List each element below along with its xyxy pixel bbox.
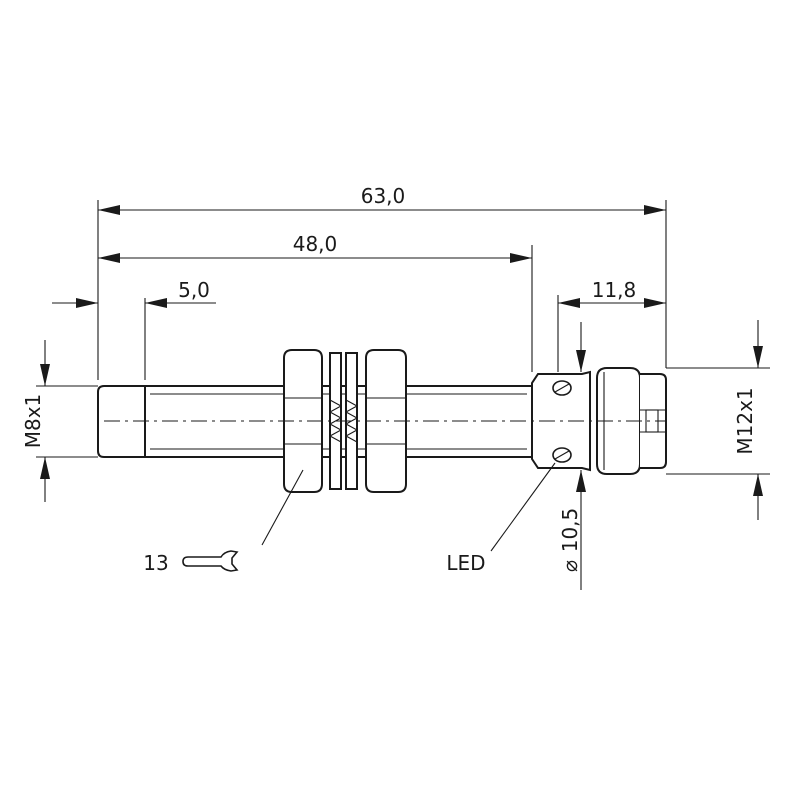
dimension-sensing-thread: M8x1 — [21, 340, 50, 502]
wrench-size-label: 13 — [143, 551, 168, 575]
overall-length-label: 63,0 — [361, 184, 406, 208]
dimension-diameter: ⌀ 10,5 — [558, 322, 586, 590]
connector-length-label: 11,8 — [592, 278, 637, 302]
hex-nut-left — [283, 349, 323, 493]
connector-thread-label: M12x1 — [733, 387, 757, 454]
led-window-bottom — [552, 447, 572, 463]
dimension-body-length: 48,0 — [98, 232, 532, 263]
callout-led: LED — [446, 462, 556, 575]
led-window-top — [552, 380, 572, 396]
dimension-connector-length: 11,8 — [558, 278, 666, 308]
extension-lines — [36, 200, 770, 475]
diameter-label: 10,5 — [558, 508, 582, 553]
body-length-label: 48,0 — [293, 232, 338, 256]
tip-length-label: 5,0 — [178, 278, 210, 302]
sensing-thread-label: M8x1 — [21, 394, 45, 449]
callout-wrench-size: 13 — [143, 469, 304, 575]
dimension-connector-thread: M12x1 — [733, 320, 763, 520]
wrench-icon — [182, 550, 239, 572]
dimension-overall-length: 63,0 — [98, 184, 666, 215]
led-label: LED — [446, 551, 485, 575]
sensing-face — [97, 385, 145, 458]
dimension-tip-length: 5,0 — [52, 278, 216, 308]
diameter-symbol: ⌀ — [558, 560, 582, 572]
sensor-body — [97, 349, 667, 493]
